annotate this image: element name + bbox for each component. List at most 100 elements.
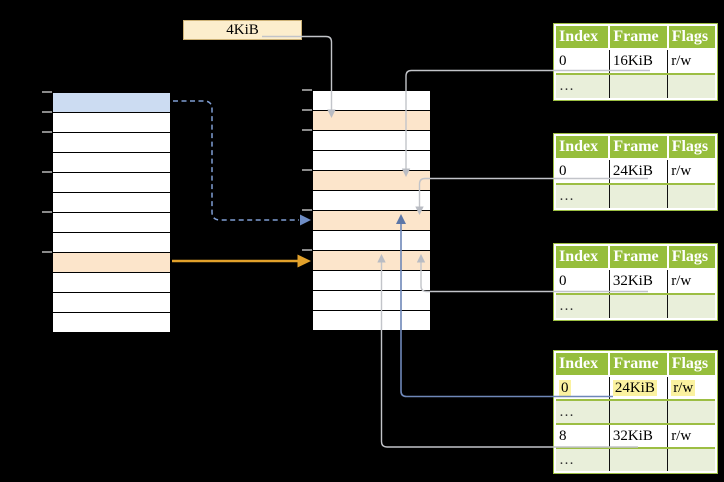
virtual-page-row (53, 233, 170, 253)
frame-cell: 24KiB (608, 375, 668, 400)
table-row: 8 32KiB r/w (556, 423, 715, 448)
table-row-ellipsis: … (556, 183, 715, 208)
virtual-page-row (53, 133, 170, 153)
virtual-page-row (53, 153, 170, 173)
column-header-flags: Flags (666, 353, 715, 376)
page-table-2: Index Frame Flags 0 24KiB r/w … (553, 133, 718, 211)
column-header-index: Index (556, 353, 610, 376)
flags-cell: r/w (667, 423, 715, 448)
index-cell: … (556, 73, 610, 98)
flags-cell (667, 447, 715, 471)
frame-cell: 16KiB (608, 48, 668, 74)
column-header-frame: Frame (608, 353, 668, 376)
index-cell: 0 (556, 48, 610, 74)
index-cell: … (556, 447, 610, 471)
virtual-address-tick (42, 251, 52, 253)
physical-frame-row-orange (313, 211, 430, 231)
flags-cell: r/w (667, 375, 715, 400)
table-row-ellipsis: … (556, 293, 715, 318)
virtual-address-tick (42, 171, 52, 173)
highlight: 24KiB (612, 379, 657, 396)
physical-frame-row (313, 231, 430, 251)
virtual-page-row (53, 213, 170, 233)
index-cell: 0 (556, 158, 610, 184)
virtual-page-row (53, 293, 170, 313)
frame-cell (608, 293, 668, 318)
page-table-3: Index Frame Flags 0 32KiB r/w … (553, 243, 718, 321)
index-cell: … (556, 399, 610, 424)
column-header-flags: Flags (666, 246, 715, 269)
column-header-flags: Flags (666, 26, 715, 49)
highlight: r/w (671, 379, 696, 396)
arrow-virtual-blue-page-to-frame-24kib (173, 100, 311, 226)
table-row-ellipsis: … (556, 447, 715, 471)
arrow-virtual-orange-page-to-frame-32kib (172, 254, 311, 268)
physical-frame-row (313, 271, 430, 291)
flags-cell: r/w (667, 158, 715, 184)
physical-frame-row-orange (313, 171, 430, 191)
virtual-address-tick (42, 91, 52, 93)
column-header-flags: Flags (666, 136, 715, 159)
frame-size-label: 4KiB (226, 22, 259, 38)
physical-address-tick (302, 249, 312, 251)
column-header-frame: Frame (608, 136, 668, 159)
highlight: 0 (559, 379, 571, 396)
frame-cell: 32KiB (608, 268, 668, 294)
flags-cell (667, 293, 715, 318)
frame-size-label-box: 4KiB (183, 20, 302, 40)
physical-memory-column (312, 90, 431, 331)
physical-frame-row (313, 311, 430, 330)
flags-cell (667, 183, 715, 208)
physical-address-tick (302, 209, 312, 211)
virtual-page-row-blue (53, 93, 170, 113)
flags-cell (667, 399, 715, 424)
column-header-index: Index (556, 136, 610, 159)
index-cell: 0 (556, 268, 610, 294)
physical-frame-row-orange (313, 251, 430, 271)
page-table-4: Index Frame Flags 0 24KiB r/w … 8 32KiB (553, 350, 718, 474)
index-cell: … (556, 183, 610, 208)
virtual-address-tick (42, 131, 52, 133)
virtual-memory-column (52, 92, 171, 333)
physical-address-tick (302, 129, 312, 131)
column-header-frame: Frame (608, 26, 668, 49)
virtual-page-row (53, 193, 170, 213)
frame-cell: 24KiB (608, 158, 668, 184)
virtual-page-row (53, 173, 170, 193)
frame-cell: 32KiB (608, 423, 668, 448)
virtual-page-row (53, 273, 170, 293)
table-row-highlighted: 0 24KiB r/w (556, 375, 715, 400)
physical-frame-row (313, 191, 430, 211)
frame-cell (608, 447, 668, 471)
column-header-frame: Frame (608, 246, 668, 269)
virtual-address-tick (42, 211, 52, 213)
virtual-address-tick (42, 111, 52, 113)
column-header-index: Index (556, 26, 610, 49)
frame-cell (608, 183, 668, 208)
index-cell: … (556, 293, 610, 318)
flags-cell: r/w (667, 48, 715, 74)
frame-cell (608, 399, 668, 424)
physical-address-tick (302, 89, 312, 91)
physical-frame-row (313, 151, 430, 171)
virtual-page-row-orange (53, 253, 170, 273)
physical-frame-row (313, 91, 430, 111)
index-cell: 8 (556, 423, 610, 448)
table-row: 0 24KiB r/w (556, 158, 715, 184)
flags-cell: r/w (667, 268, 715, 294)
physical-frame-row-orange (313, 111, 430, 131)
physical-address-tick (302, 109, 312, 111)
physical-frame-row (313, 131, 430, 151)
frame-cell (608, 73, 668, 98)
physical-address-tick (302, 169, 312, 171)
table-row: 0 32KiB r/w (556, 268, 715, 294)
flags-cell (667, 73, 715, 98)
virtual-page-row (53, 113, 170, 133)
physical-frame-row (313, 291, 430, 311)
page-table-1: Index Frame Flags 0 16KiB r/w … (553, 23, 718, 101)
table-row-ellipsis: … (556, 399, 715, 424)
index-cell: 0 (556, 375, 610, 400)
virtual-page-row (53, 313, 170, 332)
table-row-ellipsis: … (556, 73, 715, 98)
